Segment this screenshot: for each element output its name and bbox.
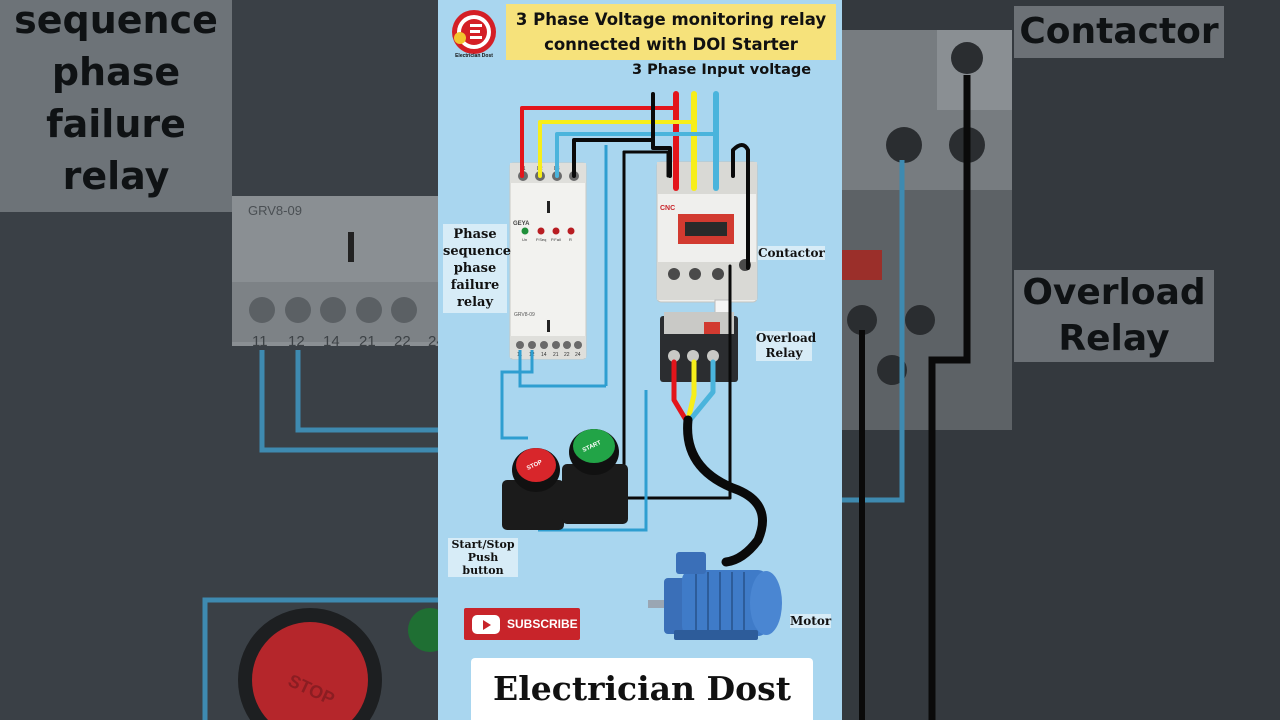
title-line-2: connected with DOl Starter	[544, 35, 798, 54]
relay-led-labels: Un P.Seq P.Fail R	[522, 237, 572, 242]
bg-left-caption: sequence phase failure relay	[0, 0, 232, 212]
overload-relay	[660, 312, 738, 382]
bg-terminal-numbers: 11 12 14 21 22 24	[252, 333, 438, 350]
background-right-graphic	[842, 30, 1012, 720]
wiring-poster: L1 L2 L3 N GEYA Un P.Seq P.Fail R GRV8-0…	[438, 0, 842, 720]
background-left: GRV8-09 11 12 14 21 22 24 STOP sequence …	[0, 0, 438, 720]
phase-relay: L1 L2 L3 N GEYA Un P.Seq P.Fail R GRV8-0…	[509, 162, 587, 360]
stop-button	[516, 448, 556, 482]
logo-brand-name: Electrician Dost	[455, 53, 493, 59]
svg-text:21: 21	[359, 333, 376, 350]
subscribe-button[interactable]: SUBSCRIBE	[464, 608, 580, 640]
start-button	[573, 429, 615, 463]
relay-bottom-terminal-screws	[516, 341, 582, 349]
diagram-title: 3 Phase Voltage monitoring relay connect…	[506, 4, 836, 60]
pushbutton-label: Start/Stop Push button	[448, 538, 518, 577]
svg-text:11: 11	[252, 333, 268, 350]
subscribe-label: SUBSCRIBE	[507, 617, 578, 631]
wiring-diagram: L1 L2 L3 N GEYA Un P.Seq P.Fail R GRV8-0…	[500, 91, 782, 640]
relay-control-wires	[500, 145, 648, 532]
svg-text:22: 22	[394, 333, 411, 350]
phase-wires	[520, 91, 719, 423]
input-voltage-label: 3 Phase Input voltage	[632, 62, 812, 78]
bg-right-caption-1: Contactor	[1014, 6, 1224, 58]
svg-text:P.Seq: P.Seq	[536, 237, 546, 242]
youtube-icon	[472, 614, 500, 634]
motor	[648, 552, 782, 640]
svg-text:21: 21	[553, 352, 559, 358]
relay-brand: GEYA	[513, 221, 530, 227]
contactor-brand: CNC	[660, 205, 675, 212]
motor-label: Motor	[790, 614, 832, 628]
electrician-dost-logo	[452, 10, 496, 54]
svg-text:Un: Un	[522, 237, 527, 242]
svg-text:14: 14	[323, 333, 340, 350]
svg-text:P.Fail: P.Fail	[551, 237, 561, 242]
svg-text:24: 24	[428, 333, 438, 350]
contactor-label: Contactor	[758, 246, 825, 260]
relay-label: Phase sequence phase failure relay	[443, 224, 511, 313]
push-buttons: STOP START	[502, 429, 628, 530]
svg-text:22: 22	[564, 352, 570, 358]
title-line-1: 3 Phase Voltage monitoring relay	[515, 10, 827, 29]
background-right: Contactor Overload Relay	[842, 0, 1280, 720]
svg-text:14: 14	[541, 352, 547, 358]
led-r	[567, 227, 575, 235]
led-un	[521, 227, 529, 235]
overload-label: Overload Relay	[756, 331, 817, 361]
svg-text:24: 24	[575, 352, 581, 358]
footer-brand: Electrician Dost	[471, 658, 813, 720]
bg-right-caption-2: Overload Relay	[1014, 270, 1214, 362]
svg-text:12: 12	[288, 333, 305, 350]
background-left-graphic: GRV8-09 11 12 14 21 22 24 STOP	[202, 196, 438, 720]
contactor: CNC	[656, 161, 758, 315]
bg-model-text: GRV8-09	[248, 203, 302, 218]
led-pfail	[552, 227, 560, 235]
svg-text:R: R	[569, 237, 572, 242]
relay-model-text: GRV8-09	[514, 312, 535, 318]
led-pseq	[537, 227, 545, 235]
